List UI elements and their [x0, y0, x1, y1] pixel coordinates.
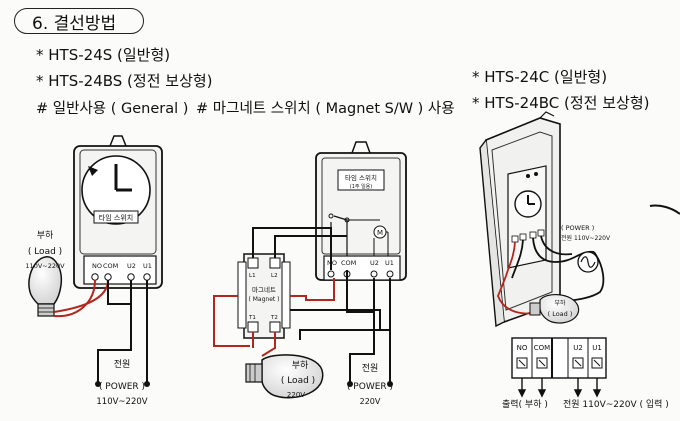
timer-label-sub: (1주 일용) — [350, 183, 373, 190]
timer-label-box — [93, 210, 139, 224]
section-title-box — [14, 8, 144, 34]
terminal-com: COM — [103, 262, 118, 270]
model-hts-24s: * HTS-24S (일반형) — [36, 46, 171, 64]
power-en: ( POWER ) — [99, 382, 145, 392]
power-voltage-2: 220V — [360, 397, 381, 406]
model-hts-24bs: * HTS-24BS (정전 보상형) — [36, 72, 213, 90]
model-hts-24c: * HTS-24C (일반형) — [472, 68, 608, 86]
section-title: 6. 결선방법 — [32, 14, 117, 34]
magnet-l1: L1 — [249, 273, 256, 279]
timer-label-box-2 — [337, 169, 385, 191]
magnet-t1: T1 — [248, 315, 256, 321]
power-voltage: 110V~220V — [96, 397, 147, 407]
terminal-block-3 — [511, 337, 607, 379]
terminal-com-2: COM — [341, 259, 356, 267]
load-small-en: ( Load ) — [548, 310, 573, 318]
magnet-en: ( Magnet ) — [248, 296, 279, 303]
timer-label: 타임 스위치 — [99, 213, 133, 222]
power-ko-2: 전원 — [362, 363, 379, 374]
magnet-l2: L2 — [271, 273, 278, 279]
model-hts-24bc: * HTS-24BC (정전 보상형) — [472, 94, 650, 112]
motor-label: M — [377, 229, 383, 237]
load-bulb-base — [37, 303, 55, 317]
power-ko: 전원 — [114, 359, 131, 370]
load-small-ko: 부하 — [554, 299, 566, 307]
load-voltage: 110V~220V — [25, 262, 65, 270]
load-ko-2: 부하 — [292, 360, 309, 371]
timer-label-2: 타임 스위치 — [345, 173, 377, 182]
power-en-2: ( POWER ) — [347, 382, 393, 392]
magnet-t2: T2 — [270, 315, 278, 321]
terminal-com-3: COM — [534, 344, 550, 352]
terminal-u2-2: U2 — [370, 259, 379, 267]
power-small-en: ( POWER ) — [561, 224, 594, 232]
terminal-u1-3: U1 — [592, 344, 602, 352]
terminal-no-3: NO — [517, 344, 528, 352]
usage-magnet-heading: # 마그네트 스위치 ( Magnet S/W ) 사용 — [196, 101, 455, 117]
terminal-u2: U2 — [127, 262, 136, 270]
terminal-no: NO — [92, 262, 102, 270]
load-ko: 부하 — [37, 230, 54, 241]
terminal-u1: U1 — [143, 262, 152, 270]
terminal-u1-2: U1 — [385, 259, 394, 267]
power-small-line2: 전원 110V~220V — [561, 234, 611, 242]
diagram-hts-24c: ( POWER ) 전원 110V~220V 부하 ( Load ) NO CO… — [479, 111, 680, 410]
caption-power-input: 전원 110V~220V ( 입력 ) — [563, 398, 669, 410]
diagram-magnet: 타임 스위치 (1주 일용) M NO COM U2 U1 L1 L2 — [213, 141, 407, 406]
load-en: ( Load ) — [28, 247, 62, 257]
wire-load-red — [53, 279, 96, 318]
diagram-general: 타임 스위치 NO COM U2 U1 부하 ( Load ) 110V~220… — [25, 135, 163, 407]
caption-output: 출력( 부하 ) — [502, 398, 548, 410]
load-bulb-base-2 — [245, 363, 263, 383]
usage-general-heading: # 일반사용 ( General ) — [36, 101, 189, 117]
terminal-u2-3: U2 — [573, 344, 583, 352]
magnet-ko: 마그네트 — [252, 285, 276, 294]
load-en-2: ( Load ) — [281, 376, 315, 386]
pointer-triangle-icon — [88, 166, 98, 176]
load-voltage-2: 220V — [287, 391, 305, 399]
wire-magnet-red — [213, 295, 250, 347]
